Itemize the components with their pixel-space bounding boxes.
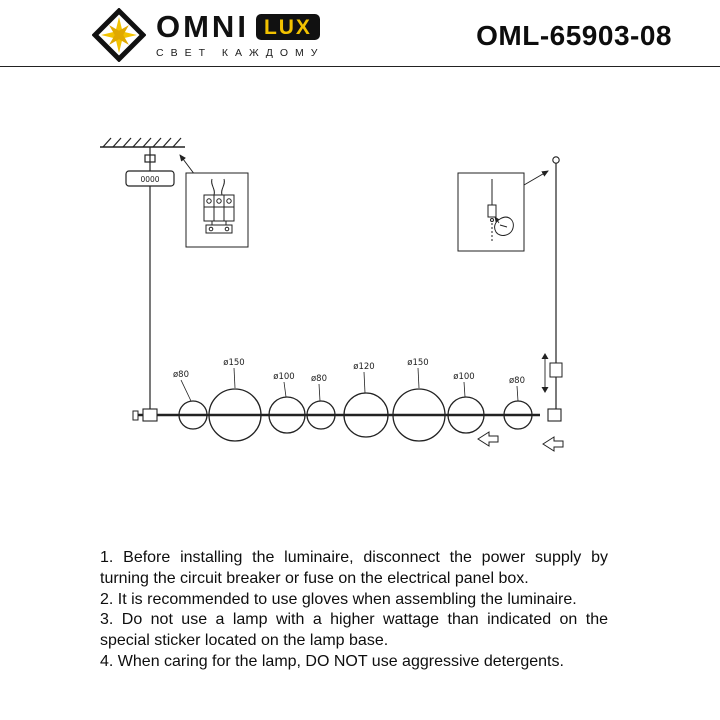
- header-divider: [0, 66, 720, 67]
- instruction-item-4: 4. When caring for the lamp, DO NOT use …: [100, 652, 564, 670]
- sphere-80-1: [178, 400, 208, 430]
- lamp-spheres: [178, 388, 533, 442]
- model-number: OML-65903-08: [476, 20, 672, 51]
- suspension-cable: [541, 156, 563, 409]
- diameter-label: ø120: [353, 362, 374, 372]
- diameter-label: ø80: [173, 370, 189, 380]
- sphere-150-2: [392, 388, 446, 442]
- brand-logo: OMNI LUX СВЕТ КАЖДОМУ: [92, 8, 324, 62]
- instruction-item-2: 2. It is recommended to use gloves when …: [100, 590, 577, 608]
- adjuster-callout-arrow: [523, 170, 549, 186]
- brand-lux-badge: LUX: [255, 13, 320, 40]
- diameter-label: ø80: [311, 374, 327, 384]
- diameter-label: ø100: [453, 372, 474, 382]
- brand-omni-text: OMNI: [156, 9, 249, 44]
- omnilux-diamond-icon: [92, 8, 146, 62]
- diameter-label: ø150: [407, 358, 428, 368]
- diameter-label: ø150: [223, 358, 244, 368]
- header: OMNI LUX СВЕТ КАЖДОМУ OML-65903-08: [0, 0, 720, 64]
- sphere-80-2: [306, 400, 336, 430]
- instructions-section: 1. Before installing the luminaire, disc…: [0, 532, 720, 673]
- ceiling-mount: [100, 137, 185, 187]
- sphere-100-1: [268, 396, 306, 434]
- instruction-item-3: 3. Do not use a lamp with a higher watta…: [100, 611, 608, 650]
- diagram-svg: 0000: [100, 137, 564, 452]
- slide-direction-arrows: [477, 431, 564, 452]
- pendant-bar: [132, 408, 562, 422]
- wiring-detail-box: [185, 172, 249, 248]
- instruction-item-1: 1. Before installing the luminaire, disc…: [100, 549, 608, 587]
- adjuster-detail-box: [457, 172, 525, 252]
- left-arrow-icon: [477, 431, 499, 447]
- brand-wordmark: OMNI LUX СВЕТ КАЖДОМУ: [156, 11, 324, 59]
- diameter-label: ø100: [273, 372, 294, 382]
- sphere-150-1: [208, 388, 262, 442]
- sphere-120: [343, 392, 389, 438]
- diameter-labels: ø80 ø150 ø100 ø80 ø120 ø150 ø100 ø80: [173, 358, 525, 402]
- brand-tagline: СВЕТ КАЖДОМУ: [156, 47, 325, 59]
- left-arrow-icon: [542, 436, 564, 452]
- sphere-100-2: [447, 396, 485, 434]
- diameter-label: ø80: [509, 376, 525, 386]
- installation-diagram: 0000: [0, 127, 720, 532]
- canopy-serial-text: 0000: [140, 175, 159, 184]
